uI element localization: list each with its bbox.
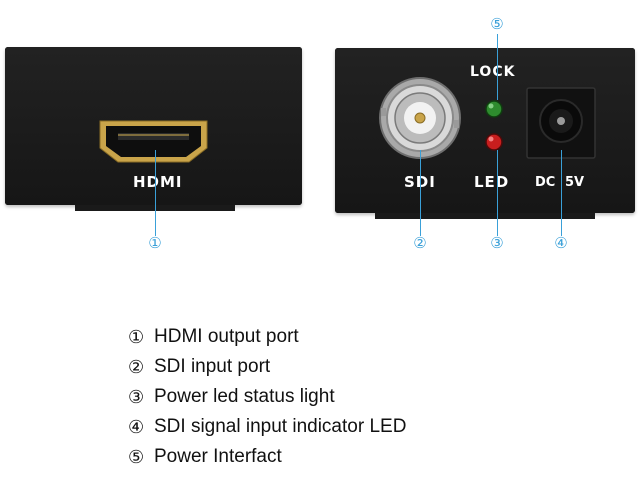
device-base: [375, 213, 595, 219]
dc-label: DC: [535, 175, 556, 190]
callout-marker-1: ①: [148, 234, 162, 252]
legend: ① HDMI output port ② SDI input port ③ Po…: [128, 322, 406, 472]
legend-item: ④ SDI signal input indicator LED: [128, 412, 406, 442]
callout-marker-5: ⑤: [490, 15, 504, 33]
legend-text: Power Interfact: [154, 446, 282, 467]
dc-power-jack-icon: [526, 87, 596, 159]
callout-line-3: [497, 150, 498, 236]
legend-number: ①: [128, 326, 145, 348]
legend-item: ① HDMI output port: [128, 322, 406, 352]
callout-marker-2: ②: [413, 234, 427, 252]
callout-line-5: [497, 34, 498, 100]
legend-number: ⑤: [128, 446, 145, 468]
callout-line-2: [420, 150, 421, 236]
bnc-connector-icon: [379, 77, 461, 159]
legend-text: Power led status light: [154, 386, 335, 407]
callout-line-4: [561, 150, 562, 236]
lock-led-icon: [485, 100, 503, 118]
lock-led-label: LOCK: [470, 64, 516, 80]
legend-item: ⑤ Power Interfact: [128, 442, 406, 472]
legend-number: ②: [128, 356, 145, 378]
sdi-port-label: SDI: [404, 173, 436, 191]
callout-marker-3: ③: [490, 234, 504, 252]
legend-text: SDI signal input indicator LED: [154, 416, 407, 437]
callout-marker-4: ④: [554, 234, 568, 252]
hdmi-connector-icon: [99, 120, 208, 163]
legend-number: ③: [128, 386, 145, 408]
hdmi-port-label: HDMI: [133, 173, 183, 191]
power-led-icon: [485, 133, 503, 151]
voltage-label: 5V: [565, 175, 585, 190]
legend-number: ④: [128, 416, 145, 438]
legend-text: SDI input port: [154, 356, 271, 377]
legend-item: ② SDI input port: [128, 352, 406, 382]
legend-text: HDMI output port: [154, 326, 299, 347]
power-led-label: LED: [474, 173, 510, 191]
callout-line-1: [155, 150, 156, 236]
legend-item: ③ Power led status light: [128, 382, 406, 412]
